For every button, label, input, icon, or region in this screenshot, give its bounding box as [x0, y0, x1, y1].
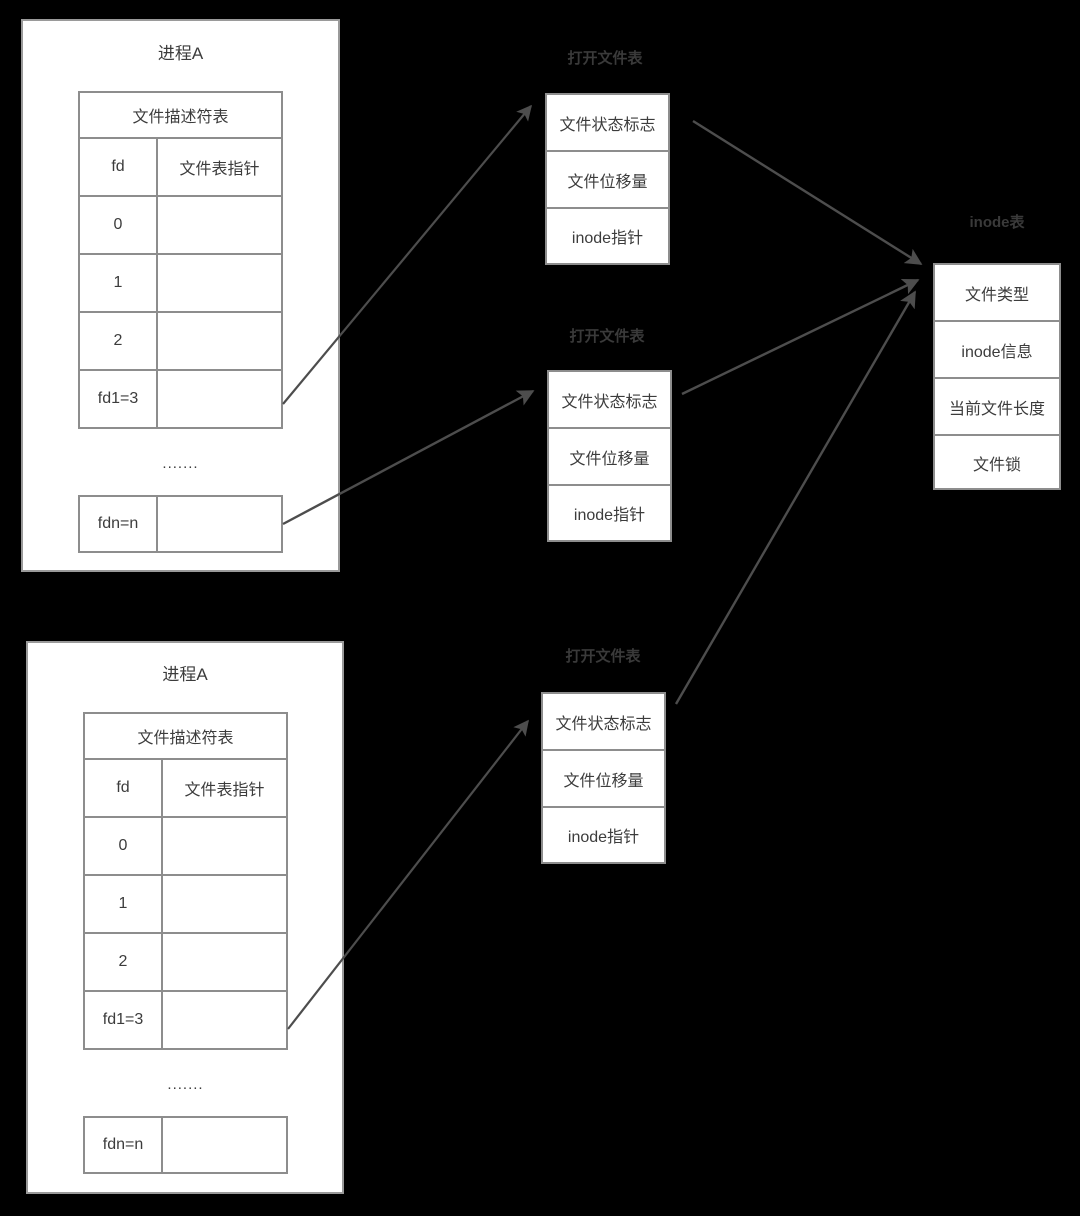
fd-table-1-row-2-fd: 2 [80, 313, 158, 369]
fd-table-2-col-fd: fd [85, 760, 163, 816]
fd-table-1-header: 文件描述符表 [80, 93, 281, 139]
fd-table-1-row-0-pointer [158, 197, 281, 253]
open-file-table-3-cell-1: 文件位移量 [543, 751, 664, 808]
process-title-2: 进程A [162, 665, 208, 684]
table-row: 2 [85, 934, 286, 992]
fd-table-1-tail-pointer [158, 497, 281, 551]
open-file-table-1-cell-2: inode指针 [571, 230, 644, 247]
fd-table-2-row-0-fd: 0 [85, 818, 163, 874]
fd-table-1-column-row: fd 文件表指针 [80, 139, 281, 197]
fd-table-2-tail-fd: fdn=n [85, 1118, 163, 1172]
inode-table: 文件类型 inode信息 当前文件长度 文件锁 [933, 263, 1061, 490]
fd-table-2-ellipsis: ....... [167, 1076, 204, 1093]
fd-table-2-row-3-pointer [163, 992, 286, 1048]
open-file-table-1-cell-0: 文件状态标志 [547, 95, 668, 152]
fd-table-1-tail-fd: fdn=n [80, 497, 158, 551]
open-file-table-1: 文件状态标志 文件位移量 inode指针 [545, 93, 670, 265]
fd-table-2-row-2-fd: 2 [85, 934, 163, 990]
process-title-1: 进程A [157, 44, 204, 63]
table-row: 1 [80, 255, 281, 313]
open-file-table-3-label: 打开文件表 [565, 648, 641, 665]
open-file-table-3-cell-2: inode指针 [567, 829, 640, 846]
open-file-table-3-cell-0: 文件状态标志 [543, 694, 664, 751]
fd-table-2-column-row: fd 文件表指针 [85, 760, 286, 818]
fd-table-1-row-2-pointer [158, 313, 281, 369]
fd-table-1-row-3-pointer [158, 371, 281, 427]
fd-table-1-tail: fdn=n [78, 495, 283, 553]
table-row: fd1=3 [80, 371, 281, 427]
arrow-open-file-table-2-to-inode [681, 278, 920, 396]
fd-table-2-row-1-fd: 1 [85, 876, 163, 932]
table-row: 2 [80, 313, 281, 371]
inode-table-cell-0: 文件类型 [935, 265, 1059, 322]
open-file-table-2-cell-0: 文件状态标志 [549, 372, 670, 429]
fd-table-1-col-pointer: 文件表指针 [179, 161, 260, 178]
table-row: fd1=3 [85, 992, 286, 1048]
fd-table-1-ellipsis: ....... [162, 455, 199, 472]
inode-table-cell-1: inode信息 [935, 322, 1059, 379]
fd-table-1-row-0-fd: 0 [80, 197, 158, 253]
open-file-table-1-cell-1: 文件位移量 [547, 152, 668, 209]
table-row: 0 [80, 197, 281, 255]
fd-table-2-row-0-pointer [163, 818, 286, 874]
fd-table-1-row-1-pointer [158, 255, 281, 311]
open-file-table-2-cell-2: inode指针 [573, 507, 646, 524]
fd-table-1-col-fd: fd [80, 139, 158, 195]
fd-table-2-tail-pointer [163, 1118, 286, 1172]
fd-table-1: 文件描述符表 fd 文件表指针 0 1 2 fd1=3 [78, 91, 283, 429]
inode-table-label: inode表 [969, 214, 1025, 231]
open-file-table-2-cell-1: 文件位移量 [549, 429, 670, 486]
fd-table-2-header: 文件描述符表 [85, 714, 286, 760]
fd-table-2-row-2-pointer [163, 934, 286, 990]
fd-table-2: 文件描述符表 fd 文件表指针 0 1 2 fd1=3 [83, 712, 288, 1050]
table-row: 0 [85, 818, 286, 876]
table-row: 1 [85, 876, 286, 934]
inode-table-cell-3: 文件锁 [972, 456, 1021, 474]
open-file-table-1-label: 打开文件表 [567, 50, 643, 67]
open-file-table-3: 文件状态标志 文件位移量 inode指针 [541, 692, 666, 864]
open-file-table-2-label: 打开文件表 [569, 328, 645, 345]
arrow-open-file-table-1-to-inode [692, 119, 923, 266]
fd-table-2-col-pointer: 文件表指针 [184, 782, 265, 799]
fd-table-2-row-1-pointer [163, 876, 286, 932]
fd-table-1-row-1-fd: 1 [80, 255, 158, 311]
fd-table-1-row-3-fd: fd1=3 [80, 371, 158, 427]
open-file-table-2: 文件状态标志 文件位移量 inode指针 [547, 370, 672, 542]
inode-table-cell-2: 当前文件长度 [935, 379, 1059, 436]
arrow-open-file-table-3-to-inode [674, 290, 917, 705]
fd-table-2-tail: fdn=n [83, 1116, 288, 1174]
fd-table-2-row-3-fd: fd1=3 [85, 992, 163, 1048]
